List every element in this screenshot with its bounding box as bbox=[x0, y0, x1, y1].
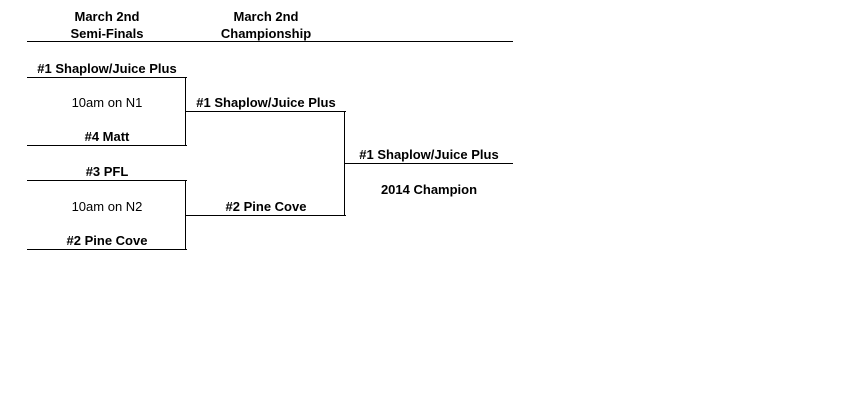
semifinal-1-top-line bbox=[27, 77, 187, 78]
semifinal-2-bottom-team: #2 Pine Cove bbox=[66, 233, 148, 248]
champion-team: #1 Shaplow/Juice Plus bbox=[359, 147, 499, 162]
semifinal-2-top-team: #3 PFL bbox=[85, 164, 129, 179]
semifinal-1-bottom-line bbox=[27, 145, 187, 146]
semifinal-1-time: 10am on N1 bbox=[71, 95, 143, 110]
champion-line bbox=[345, 163, 513, 164]
championship-header-date: March 2nd bbox=[233, 9, 299, 24]
championship-connector bbox=[344, 111, 345, 216]
semifinals-header-round: Semi-Finals bbox=[70, 26, 144, 41]
header-divider bbox=[27, 41, 513, 42]
semifinal-2-connector bbox=[185, 180, 186, 250]
championship-top-line bbox=[186, 111, 346, 112]
championship-bottom-line bbox=[186, 215, 346, 216]
championship-top-team: #1 Shaplow/Juice Plus bbox=[196, 95, 336, 110]
championship-header-round: Championship bbox=[220, 26, 312, 41]
semifinal-2-top-line bbox=[27, 180, 187, 181]
championship-bottom-team: #2 Pine Cove bbox=[225, 199, 307, 214]
semifinal-2-bottom-line bbox=[27, 249, 187, 250]
semifinals-header-date: March 2nd bbox=[74, 9, 140, 24]
semifinal-1-connector bbox=[185, 77, 186, 146]
semifinal-2-time: 10am on N2 bbox=[71, 199, 143, 214]
semifinal-1-top-team: #1 Shaplow/Juice Plus bbox=[37, 61, 177, 76]
champion-label: 2014 Champion bbox=[380, 182, 478, 197]
semifinal-1-bottom-team: #4 Matt bbox=[84, 129, 130, 144]
